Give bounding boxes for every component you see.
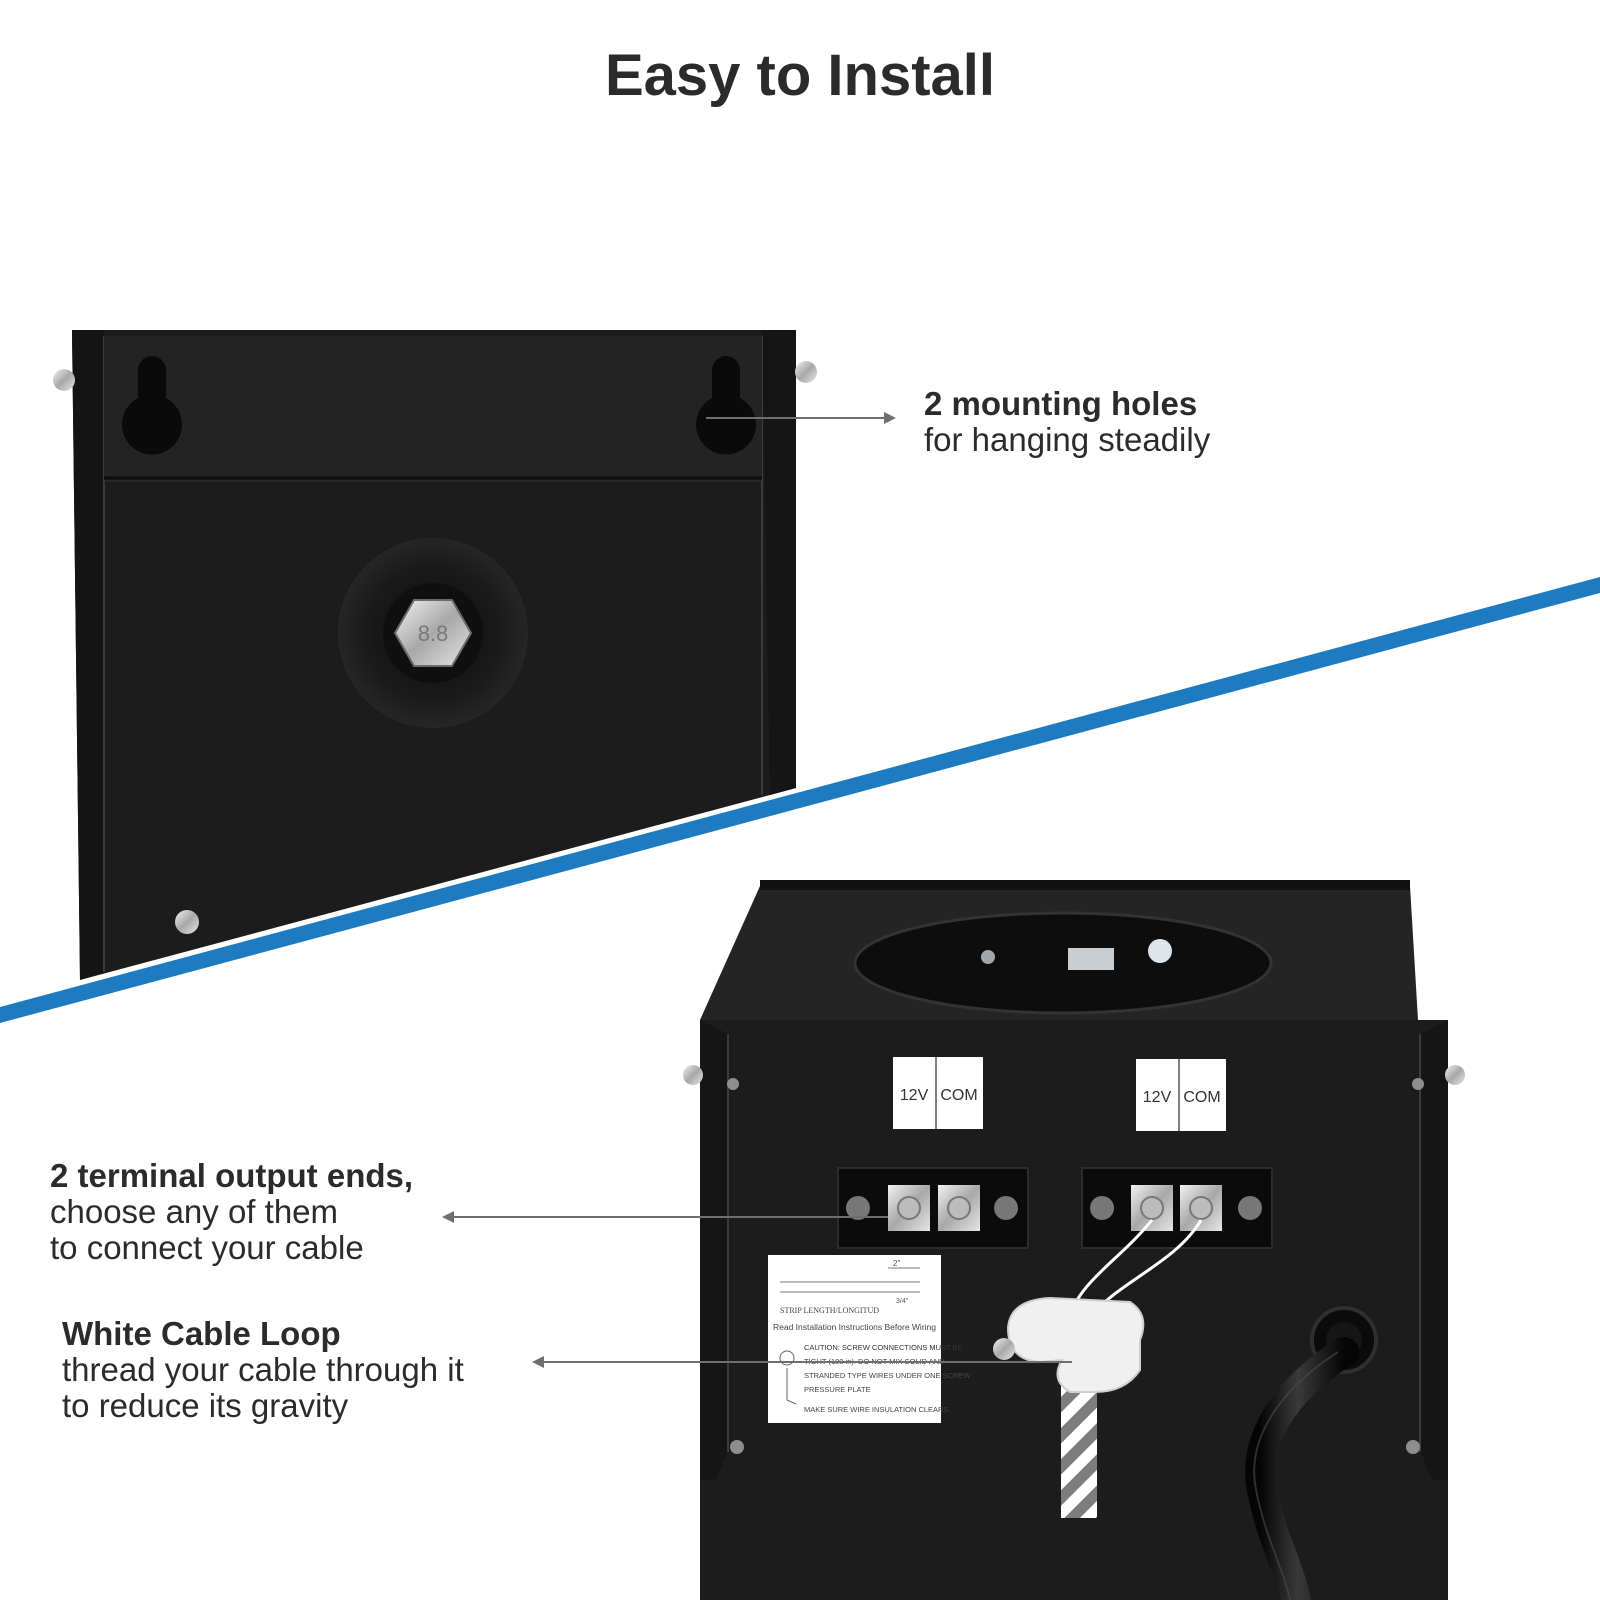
reset-button-icon (1148, 939, 1172, 963)
panel-screw-icon (175, 910, 199, 934)
svg-text:12V: 12V (900, 1087, 929, 1104)
svg-text:STRANDED TYPE WIRES UNDER ONE: STRANDED TYPE WIRES UNDER ONE SCREW (804, 1371, 971, 1380)
display-window (1068, 948, 1114, 970)
mounting-hole-left (122, 356, 182, 455)
clip-screw-icon (993, 1338, 1015, 1360)
arrow-mounting (706, 412, 896, 424)
side-screw-icon (795, 361, 817, 383)
callout-heading: White Cable Loop (62, 1315, 341, 1352)
svg-text:PRESSURE PLATE: PRESSURE PLATE (804, 1385, 871, 1394)
svg-text:CAUTION: SCREW CONNECTIONS MUS: CAUTION: SCREW CONNECTIONS MUST BE (804, 1343, 963, 1352)
callout-line: to connect your cable (50, 1229, 364, 1266)
svg-text:COM: COM (1183, 1089, 1220, 1106)
svg-text:COM: COM (940, 1087, 977, 1104)
svg-text:Read Installation Instructions: Read Installation Instructions Before Wi… (773, 1322, 936, 1332)
side-screw-icon (683, 1065, 703, 1085)
page-title: Easy to Install (604, 43, 996, 108)
side-screw-icon (1445, 1065, 1465, 1085)
callout-line: for hanging steadily (924, 421, 1211, 458)
arrow-terminals (442, 1211, 888, 1223)
callout-mounting-holes: 2 mounting holes for hanging steadily (924, 386, 1210, 458)
callout-line: choose any of them (50, 1193, 339, 1230)
device-back-panel: 8.8 (53, 330, 817, 980)
svg-text:12V: 12V (1143, 1089, 1172, 1106)
callout-line: to reduce its gravity (62, 1387, 349, 1424)
callout-terminal-outputs: 2 terminal output ends, choose any of th… (50, 1158, 413, 1266)
callout-heading: 2 mounting holes (924, 385, 1198, 422)
svg-text:2": 2" (893, 1259, 900, 1268)
terminal-block-1[interactable] (837, 1167, 1029, 1249)
power-cord (1245, 1337, 1359, 1600)
hex-bolt-icon (393, 599, 473, 667)
device-terminal-side: 12V COM 12V COM (683, 880, 1465, 1600)
indicator-led-icon (981, 950, 995, 964)
callout-line: thread your cable through it (62, 1351, 464, 1388)
instruction-sticker: 2" 3/4" STRIP LENGTH/LONGITUD Read Insta… (768, 1255, 971, 1423)
terminal-label-2: 12V COM (1136, 1059, 1226, 1131)
svg-text:MAKE SURE WIRE INSULATION CLEA: MAKE SURE WIRE INSULATION CLEARS (804, 1405, 948, 1414)
bolt-marking: 8.8 (418, 621, 449, 646)
side-screw-icon (53, 369, 75, 391)
accent-stripe (0, 577, 1600, 1023)
mounting-hole-right (696, 356, 756, 455)
terminal-block-2[interactable] (1081, 1167, 1273, 1249)
callout-cable-loop: White Cable Loop thread your cable throu… (62, 1316, 464, 1424)
svg-text:STRIP LENGTH/LONGITUD: STRIP LENGTH/LONGITUD (780, 1306, 879, 1315)
arrow-cable-loop (532, 1356, 1072, 1368)
svg-text:3/4": 3/4" (896, 1298, 909, 1305)
terminal-label-1: 12V COM (893, 1057, 983, 1129)
callout-heading: 2 terminal output ends, (50, 1157, 414, 1194)
